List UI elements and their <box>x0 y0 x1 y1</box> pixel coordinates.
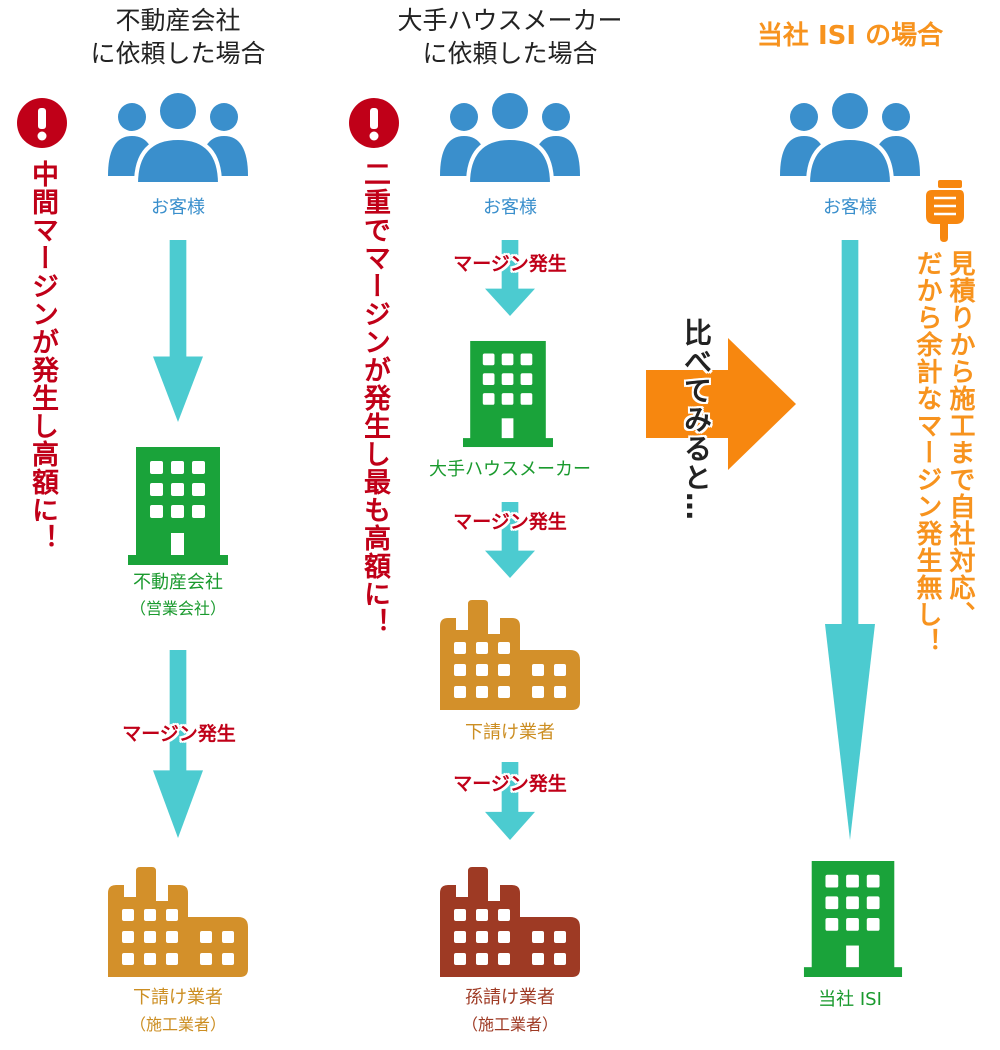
arrow-right-icon <box>646 338 796 470</box>
warning-icon <box>349 98 399 148</box>
pointing-hand-icon <box>926 180 964 242</box>
company-label: 不動産会社 <box>133 572 223 593</box>
margin-label: マージン発生 <box>453 773 567 795</box>
people-icon <box>440 84 580 184</box>
arrow-down-icon <box>825 240 875 840</box>
compare-text: 比べてみると… <box>680 318 713 521</box>
customer-label: お客様 <box>823 197 877 218</box>
subcontractor-label: 下請け業者 <box>465 722 555 743</box>
column-title-real-estate: 不動産会社 に依頼した場合 <box>90 6 266 68</box>
isi-company-label: 当社 ISI <box>818 989 882 1010</box>
building-icon <box>803 861 903 977</box>
margin-label: マージン発生 <box>453 511 567 533</box>
customer-label: お客様 <box>483 197 537 218</box>
company-label: 大手ハウスメーカー <box>429 459 591 480</box>
isi-note: 見積りから施工まで自社対応、だから余計なマージン発生無し！ <box>912 250 975 655</box>
warning-text-real-estate: 中間マージンが発生し高額に！ <box>27 160 58 552</box>
factory-icon <box>440 867 580 977</box>
sub-subcontractor-label: 孫請け業者 <box>465 987 555 1008</box>
sub-subcontractor-sub-label: （施工業者） <box>461 1015 558 1034</box>
customer-label: お客様 <box>151 197 205 218</box>
margin-label: マージン発生 <box>453 253 567 275</box>
factory-icon <box>108 867 248 977</box>
column-title-house-maker: 大手ハウスメーカー に依頼した場合 <box>397 6 623 68</box>
company-sub-label: （営業会社） <box>129 599 226 618</box>
building-icon <box>128 447 228 565</box>
people-icon <box>780 84 920 184</box>
margin-label: マージン発生 <box>122 723 236 745</box>
subcontractor-label: 下請け業者 <box>133 987 223 1008</box>
arrow-down-icon <box>153 240 203 422</box>
warning-icon <box>17 98 67 148</box>
people-icon <box>108 84 248 184</box>
column-title-isi: 当社 ISI の場合 <box>756 21 944 51</box>
building-icon <box>463 336 553 452</box>
warning-text-house-maker: 二重でマージンが発生し最も高額に！ <box>359 160 390 636</box>
factory-icon <box>440 600 580 710</box>
subcontractor-sub-label: （施工業者） <box>129 1015 226 1034</box>
